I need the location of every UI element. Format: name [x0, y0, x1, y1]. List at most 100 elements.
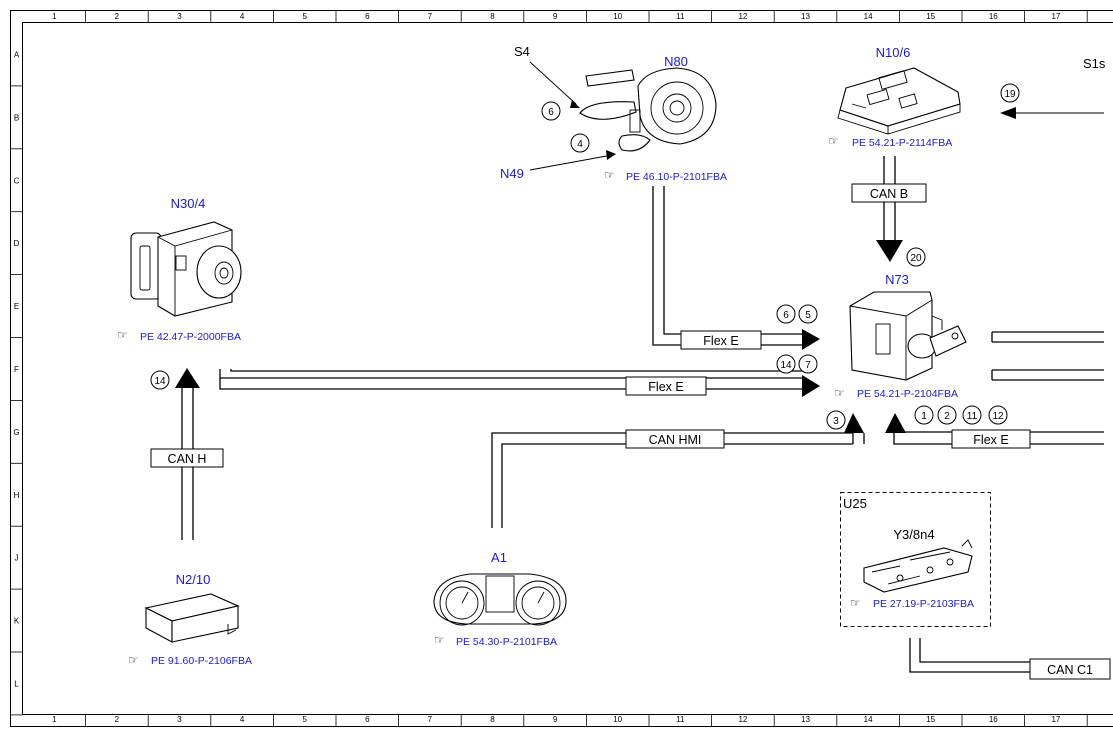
flex-e-n80-label: Flex E: [703, 334, 738, 348]
y3-8n4-ref[interactable]: PE 27.19-P-2103FBA: [873, 598, 974, 610]
can-h-arrow: [175, 368, 200, 388]
grid-row-label: H: [14, 491, 20, 500]
n80-device: [580, 68, 716, 151]
flex-e-right-arrow: [885, 413, 906, 433]
n30-4-ref-icon: ☞: [117, 328, 128, 342]
a1-label: A1: [491, 550, 507, 565]
s4-label: S4: [514, 44, 530, 59]
marker-11-text: 11: [967, 411, 978, 422]
n10-6-device: [838, 68, 960, 134]
n10-6-ref[interactable]: PE 54.21-P-2114FBA: [852, 137, 952, 149]
grid-col-label: 13: [801, 12, 810, 21]
flex-e-bus-left: [220, 369, 802, 389]
n80-ref[interactable]: PE 46.10-P-2101FBA: [626, 171, 727, 183]
grid-col-label: 16: [989, 12, 998, 21]
flex-e-left-label: Flex E: [648, 380, 683, 394]
marker-14-n73-text: 14: [780, 360, 792, 371]
marker-7-n73-text: 7: [805, 360, 811, 371]
marker-19-text: 19: [1004, 89, 1016, 100]
grid-row-label: G: [13, 428, 19, 437]
grid-row-label: C: [14, 176, 20, 185]
can-hmi-arrow: [844, 413, 864, 433]
grid-col-label: 5: [302, 12, 307, 21]
grid-col-label: 3: [177, 715, 182, 724]
flex-e-n80-arrow: [802, 329, 820, 350]
marker-20-text: 20: [910, 253, 922, 264]
s4-leader: [530, 62, 576, 104]
can-hmi-label: CAN HMI: [649, 433, 702, 447]
grid-col-label: 3: [177, 12, 182, 21]
can-h-label: CAN H: [168, 452, 207, 466]
grid-row-label: A: [14, 50, 20, 59]
right-bus-lower: [992, 370, 1104, 380]
grid-col-label: 10: [613, 715, 622, 724]
can-c1-label: CAN C1: [1047, 663, 1093, 677]
grid-row-label: J: [15, 554, 19, 563]
n73-ref-icon: ☞: [834, 386, 845, 400]
grid-col-label: 1: [52, 12, 57, 21]
marker-3-text: 3: [833, 416, 839, 427]
grid-col-label: 2: [115, 715, 120, 724]
marker-1-text: 1: [921, 411, 927, 422]
right-bus-upper: [992, 332, 1104, 342]
marker-4-n80-text: 4: [577, 139, 583, 150]
marker-12-text: 12: [992, 411, 1004, 422]
n49-leader-head: [606, 150, 616, 160]
grid-col-label: 2: [115, 12, 120, 21]
grid-row-label: B: [14, 113, 19, 122]
n30-4-device: [131, 222, 241, 316]
grid-col-label: 11: [676, 12, 685, 21]
grid-col-label: 17: [1051, 715, 1060, 724]
grid-col-label: 8: [490, 715, 495, 724]
y3-8n4-label: Y3/8n4: [893, 527, 934, 542]
grid-col-label: 15: [926, 715, 935, 724]
grid-col-label: 10: [613, 12, 622, 21]
n49-leader: [530, 155, 612, 170]
grid-col-label: 4: [240, 12, 245, 21]
n80-label: N80: [664, 54, 688, 69]
grid-col-label: 9: [553, 715, 558, 724]
n30-4-label: N30/4: [171, 196, 206, 211]
grid-col-label: 16: [989, 715, 998, 724]
grid-col-label: 15: [926, 12, 935, 21]
n30-4-ref[interactable]: PE 42.47-P-2000FBA: [140, 331, 241, 343]
grid-col-label: 7: [428, 12, 433, 21]
grid-row-label: K: [14, 617, 20, 626]
n10-6-ref-icon: ☞: [828, 134, 839, 148]
grid-col-label: 7: [428, 715, 433, 724]
n73-ref[interactable]: PE 54.21-P-2104FBA: [857, 388, 958, 400]
flex-e-bus-n80: [653, 186, 802, 345]
y3-8n4-ref-icon: ☞: [850, 596, 861, 610]
y3-8n4-device: [864, 540, 972, 592]
marker-2-text: 2: [944, 411, 950, 422]
a1-ref-icon: ☞: [434, 633, 445, 647]
grid-row-label: L: [14, 679, 19, 688]
grid-row-label: F: [14, 365, 19, 374]
flex-e-left-arrow: [802, 375, 820, 397]
grid-row-label: E: [14, 302, 19, 311]
s1-label: S1s: [1083, 56, 1106, 71]
a1-device: [434, 574, 566, 625]
marker-6-n80-text: 6: [548, 107, 554, 118]
grid-col-label: 17: [1051, 12, 1060, 21]
grid-col-label: 11: [676, 715, 685, 724]
can-hmi-riser: [853, 433, 864, 444]
n10-6-label: N10/6: [876, 45, 911, 60]
grid-col-label: 1: [52, 715, 57, 724]
n2-10-ref[interactable]: PE 91.60-P-2106FBA: [151, 655, 252, 667]
marker-14-can-h-text: 14: [154, 376, 166, 387]
n73-device: [850, 292, 966, 380]
n2-10-device: [146, 594, 238, 642]
grid-col-label: 6: [365, 12, 370, 21]
grid-col-label: 5: [302, 715, 307, 724]
u25-label: U25: [843, 496, 867, 511]
a1-ref[interactable]: PE 54.30-P-2101FBA: [456, 636, 557, 648]
grid-col-label: 6: [365, 715, 370, 724]
grid-col-label: 4: [240, 715, 245, 724]
n2-10-label: N2/10: [176, 572, 211, 587]
